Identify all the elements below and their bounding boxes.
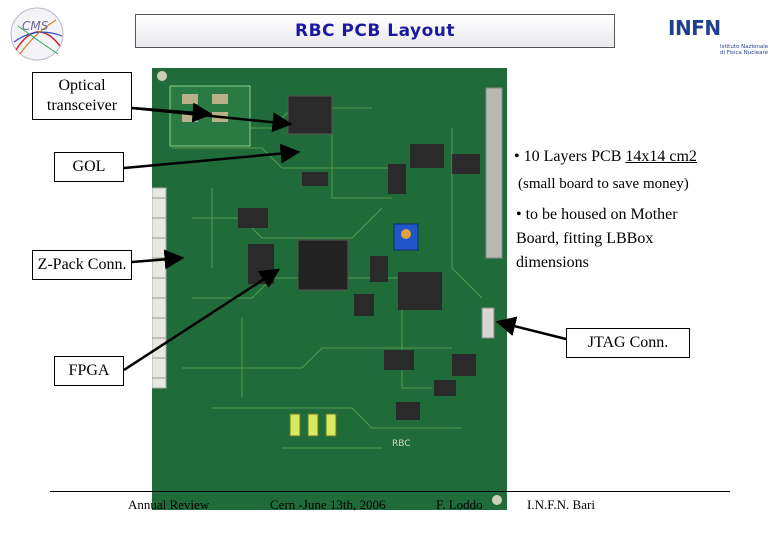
bullet-housing-line3: dimensions [516,254,589,271]
bullet-housing-line2: Board, fitting LBBox [516,230,654,247]
label-fpga: FPGA [54,356,124,386]
arrow-optical-2 [131,106,293,133]
label-jtag: JTAG Conn. [566,328,690,358]
bullet-layers: • 10 Layers PCB 14x14 cm2 [508,148,756,166]
label-jtag-text: JTAG Conn. [587,334,669,351]
footer-author: F. Loddo [436,497,483,512]
infn-sub-line1: Istituto Nazionale [720,44,769,50]
notes-box: • 10 Layers PCB 14x14 cm2 (small board t… [508,144,756,304]
slide-title: RBC PCB Layout [294,21,456,41]
bullet-layers-prefix: • 10 Layers PCB [514,148,626,165]
infn-sub-line2: di Fisica Nucleare [720,50,769,56]
label-gol-text: GOL [72,158,106,175]
label-fpga-text: FPGA [68,362,110,379]
arrow-jtag [495,316,571,342]
infn-logo: INFN Istituto Nazionale di Fisica Nuclea… [668,14,778,58]
bullet-layers-sub: (small board to save money) [518,176,689,192]
label-optical-line1: Optical [58,77,106,94]
bullet-housing: • to be housed on Mother Board, fitting … [508,203,752,275]
label-optical-line2: transceiver [46,97,118,114]
infn-logo-text: INFN [668,16,721,40]
footer-event: Annual Review [128,497,210,512]
cms-logo: CMS [6,6,68,62]
footer-divider [50,491,730,492]
footer-date: Cern -June 13th, 2006 [270,497,386,512]
arrow-fpga [123,268,281,372]
label-optical-transceiver: Optical transceiver [32,72,132,120]
silkscreen-text: RBC [392,439,411,449]
label-zpack: Z-Pack Conn. [32,250,132,280]
footer-institute: I.N.F.N. Bari [527,497,595,512]
pcb-board-photo: RBC [151,68,507,510]
arrow-zpack [131,249,185,270]
arrow-gol [123,143,301,170]
cms-logo-text: CMS [22,19,49,33]
label-gol: GOL [54,152,124,182]
label-zpack-text: Z-Pack Conn. [37,256,127,273]
bullet-housing-line1: • to be housed on Mother [516,206,678,223]
bullet-layers-dims: 14x14 cm2 [625,148,697,165]
bullet-housing-line2-row: Board, fitting LBBox [516,227,752,251]
slide-title-box: RBC PCB Layout [135,14,615,48]
